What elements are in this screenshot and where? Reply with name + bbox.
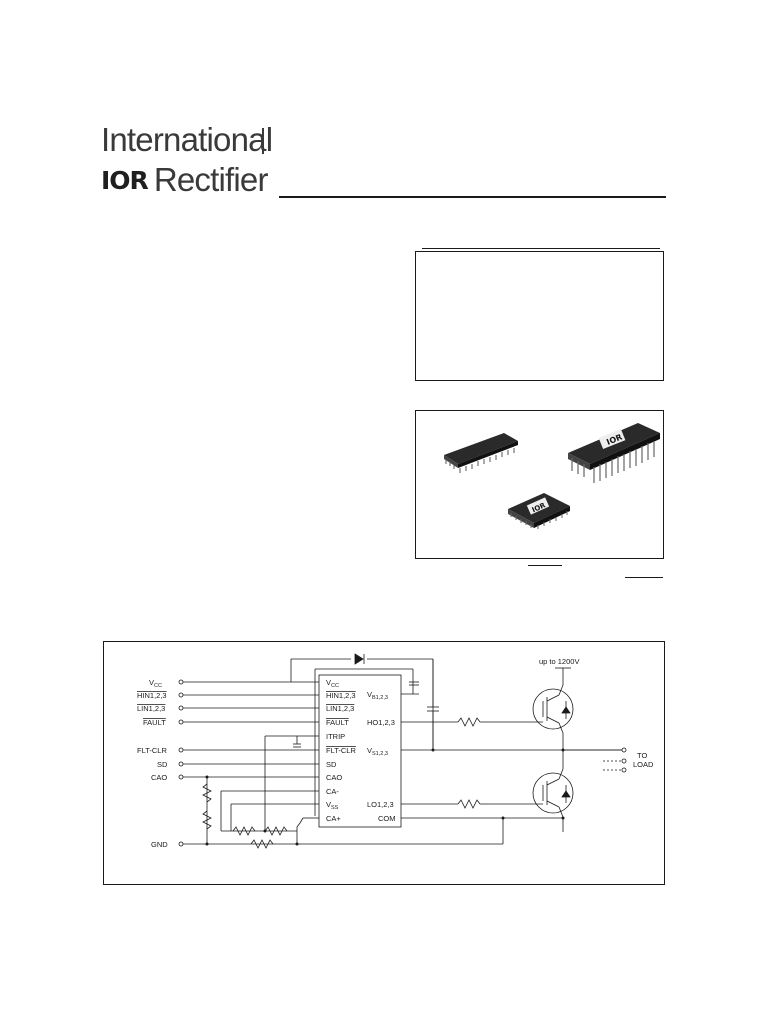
ic-pin-com: COM [378, 814, 396, 823]
ext-label-fault: FAULT [143, 718, 166, 727]
dip-package-icon: IOR [568, 423, 660, 483]
ic-pin-hin: HIN1,2,3 [326, 691, 356, 700]
logo-international: International [101, 121, 273, 158]
typical-connection-diagram: VCC HIN1,2,3 LIN1,2,3 FAULT FLT-CLR SD C… [137, 653, 654, 849]
logo-rectifier: Rectifier [153, 161, 269, 198]
ext-label-sd: SD [157, 760, 168, 769]
typical-connection-box [103, 641, 665, 885]
ext-label-lin: LIN1,2,3 [137, 704, 165, 713]
high-side-igbt-icon [532, 688, 574, 730]
logo-bar [262, 128, 264, 154]
ic-pin-cao: CAO [326, 773, 342, 782]
low-side-igbt-icon [532, 772, 574, 814]
ext-label-cao: CAO [151, 773, 167, 782]
ic-pin-lin: LIN1,2,3 [326, 704, 354, 713]
bootstrap-diode-icon [354, 653, 364, 665]
ic-pin-sd: SD [326, 760, 337, 769]
ic-pin-fault: FAULT [326, 718, 349, 727]
ic-pin-lo: LO1,2,3 [367, 800, 394, 809]
gate-driver-ic-body [318, 674, 402, 828]
spec-box [415, 251, 664, 381]
header-rule [279, 196, 666, 198]
supply-label: up to 1200V [539, 657, 579, 666]
logo-rectifier-row: IOR Rectifier [101, 162, 268, 198]
load-label-load: LOAD [633, 760, 654, 769]
ext-label-flt-clr: FLT-CLR [137, 746, 167, 755]
ic-pin-vs: VS1,2,3 [367, 746, 388, 757]
plcc-package-icon: IOR [508, 493, 570, 529]
spec-box-topline [422, 248, 660, 249]
ext-label-vcc: VCC [149, 678, 162, 689]
ic-packages-illustration: IOR IOR [444, 423, 660, 529]
ext-label-gnd: GND [151, 840, 168, 849]
ic-pin-vcc: VCC [326, 678, 339, 689]
ic-pin-ca-plus: CA+ [326, 814, 341, 823]
ic-pin-ho: HO1,2,3 [367, 718, 395, 727]
soic-package-icon [444, 433, 518, 473]
ic-pin-vb: VB1,2,3 [367, 690, 388, 701]
ic-pin-ca-minus: CA- [326, 787, 339, 796]
ext-label-hin: HIN1,2,3 [137, 691, 167, 700]
ic-pin-vss: VSS [326, 800, 339, 811]
package-rule-2 [625, 577, 663, 578]
load-label-to: TO [637, 751, 647, 760]
package-rule-1 [528, 565, 562, 566]
ic-pin-itrip: ITRIP [326, 732, 345, 741]
ior-logo-mark: IOR [101, 165, 149, 195]
package-image-box: IOR IOR [415, 410, 664, 559]
ic-pin-flt-clr: FLT-CLR [326, 746, 356, 755]
